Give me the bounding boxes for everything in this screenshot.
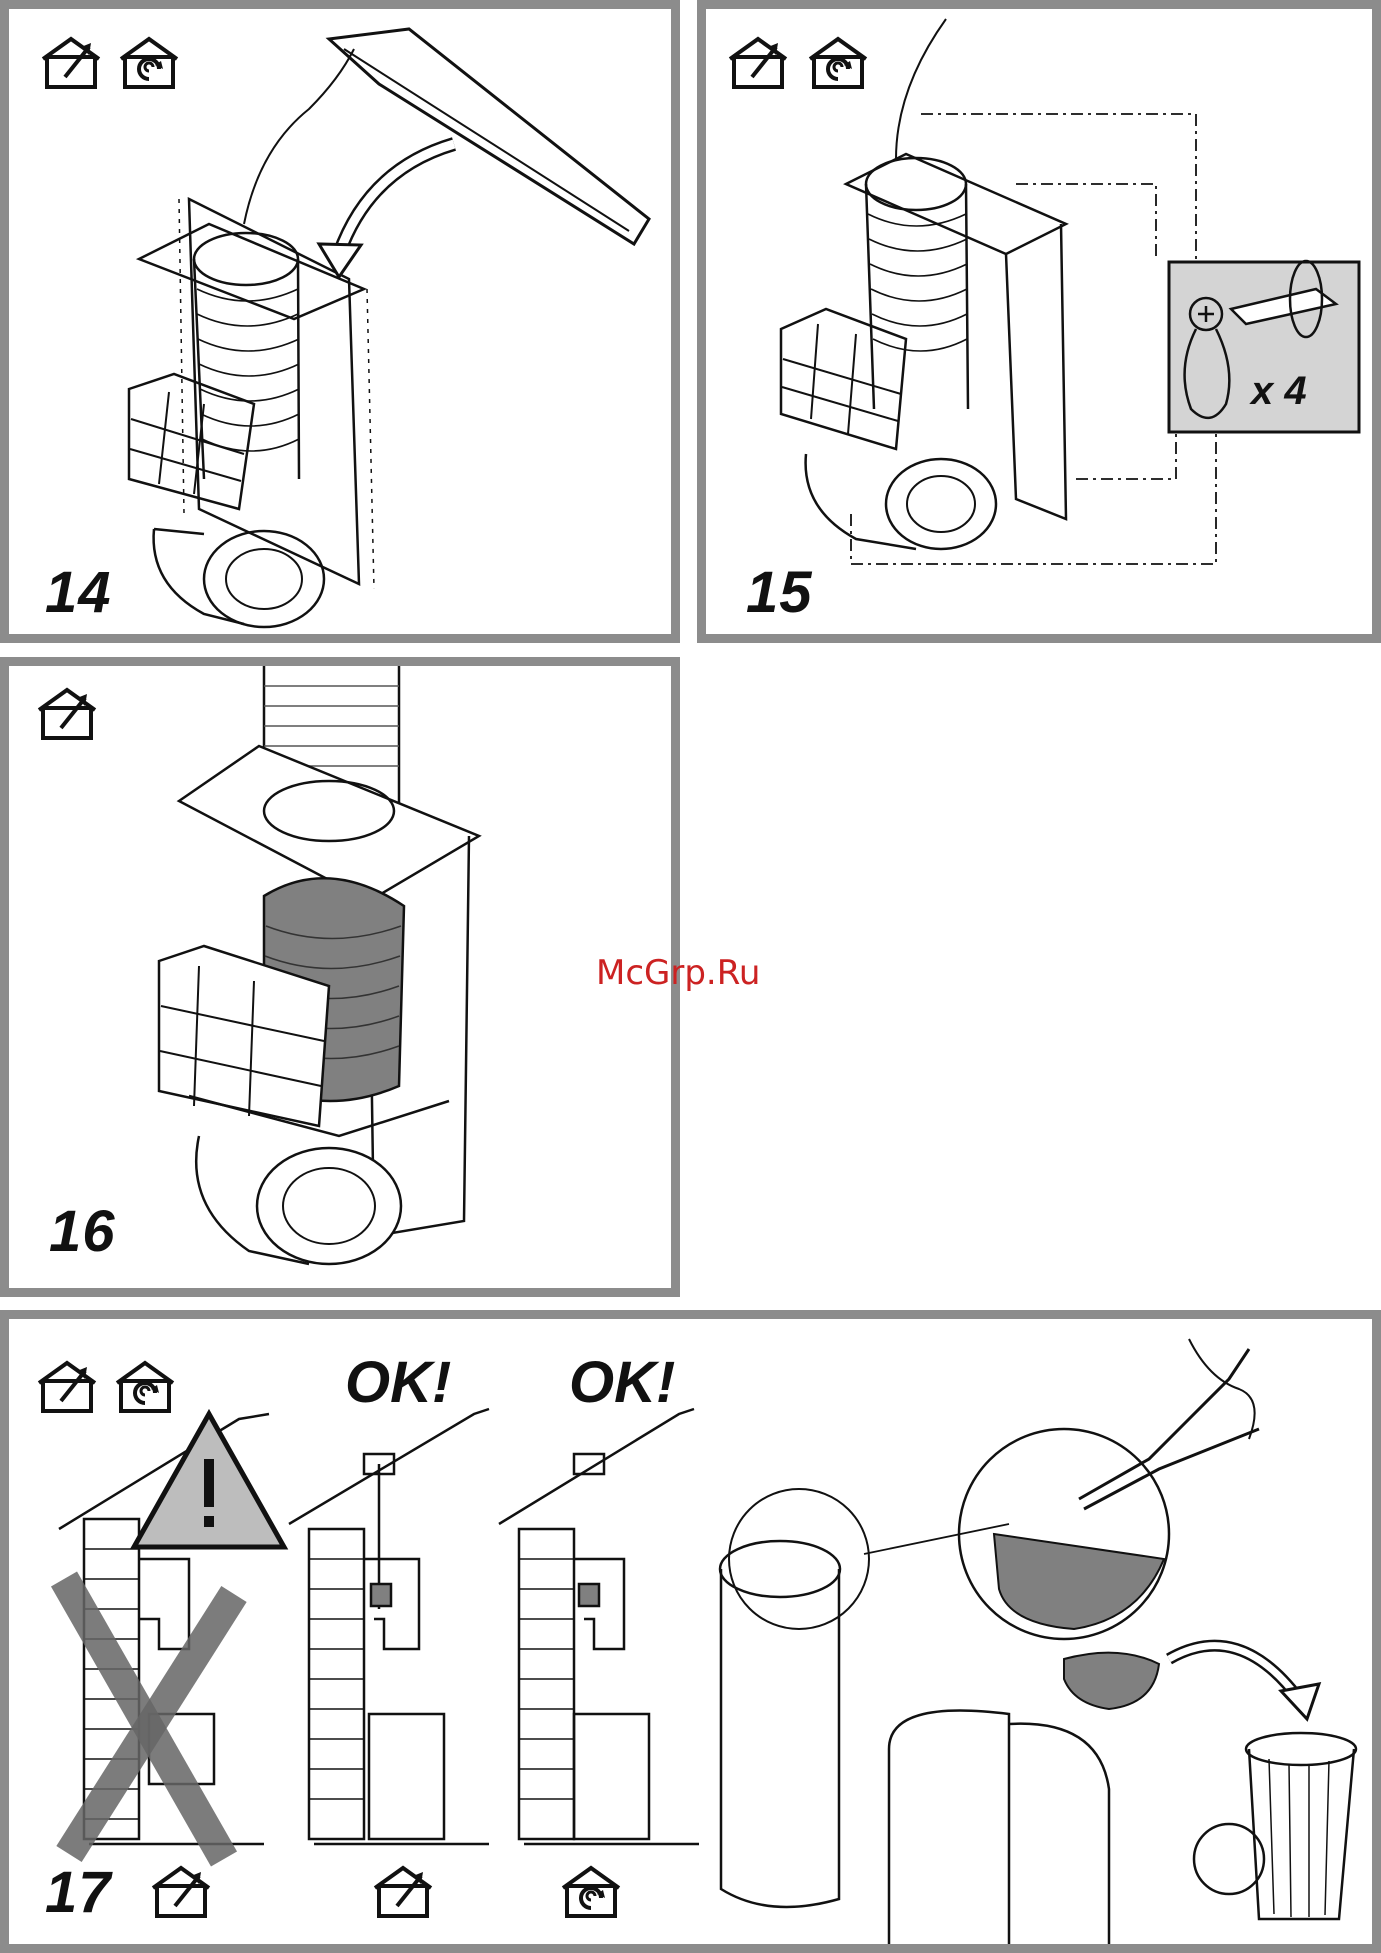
step-number: 14 xyxy=(45,559,112,626)
recirculation-mode-icon xyxy=(559,1864,623,1920)
step-14-illustration xyxy=(9,9,671,634)
step-14-panel: 14 xyxy=(0,0,680,643)
ok-label-exhaust: OK! xyxy=(345,1349,451,1416)
step-16-illustration xyxy=(9,666,671,1288)
step-number: 16 xyxy=(49,1198,116,1265)
step-15-illustration xyxy=(706,9,1372,634)
exhaust-mode-icon xyxy=(35,686,99,742)
step-number: 17 xyxy=(45,1859,112,1926)
recirculation-mode-icon xyxy=(806,35,870,91)
step-number: 15 xyxy=(746,559,813,626)
screw-quantity-label: x 4 xyxy=(1251,369,1307,414)
step-17-illustration xyxy=(9,1319,1372,1944)
exhaust-mode-icon xyxy=(39,35,103,91)
step-15-panel: x 4 15 xyxy=(697,0,1381,643)
watermark: McGrp.Ru xyxy=(596,953,760,993)
exhaust-mode-icon xyxy=(726,35,790,91)
ok-label-recirculation: OK! xyxy=(569,1349,675,1416)
recirculation-mode-icon xyxy=(113,1359,177,1415)
recirculation-mode-icon xyxy=(117,35,181,91)
exhaust-mode-icon xyxy=(371,1864,435,1920)
step-17-panel: OK! OK! 17 xyxy=(0,1310,1381,1953)
exhaust-mode-icon xyxy=(149,1864,213,1920)
exhaust-mode-icon xyxy=(35,1359,99,1415)
step-16-panel: 16 xyxy=(0,657,680,1297)
